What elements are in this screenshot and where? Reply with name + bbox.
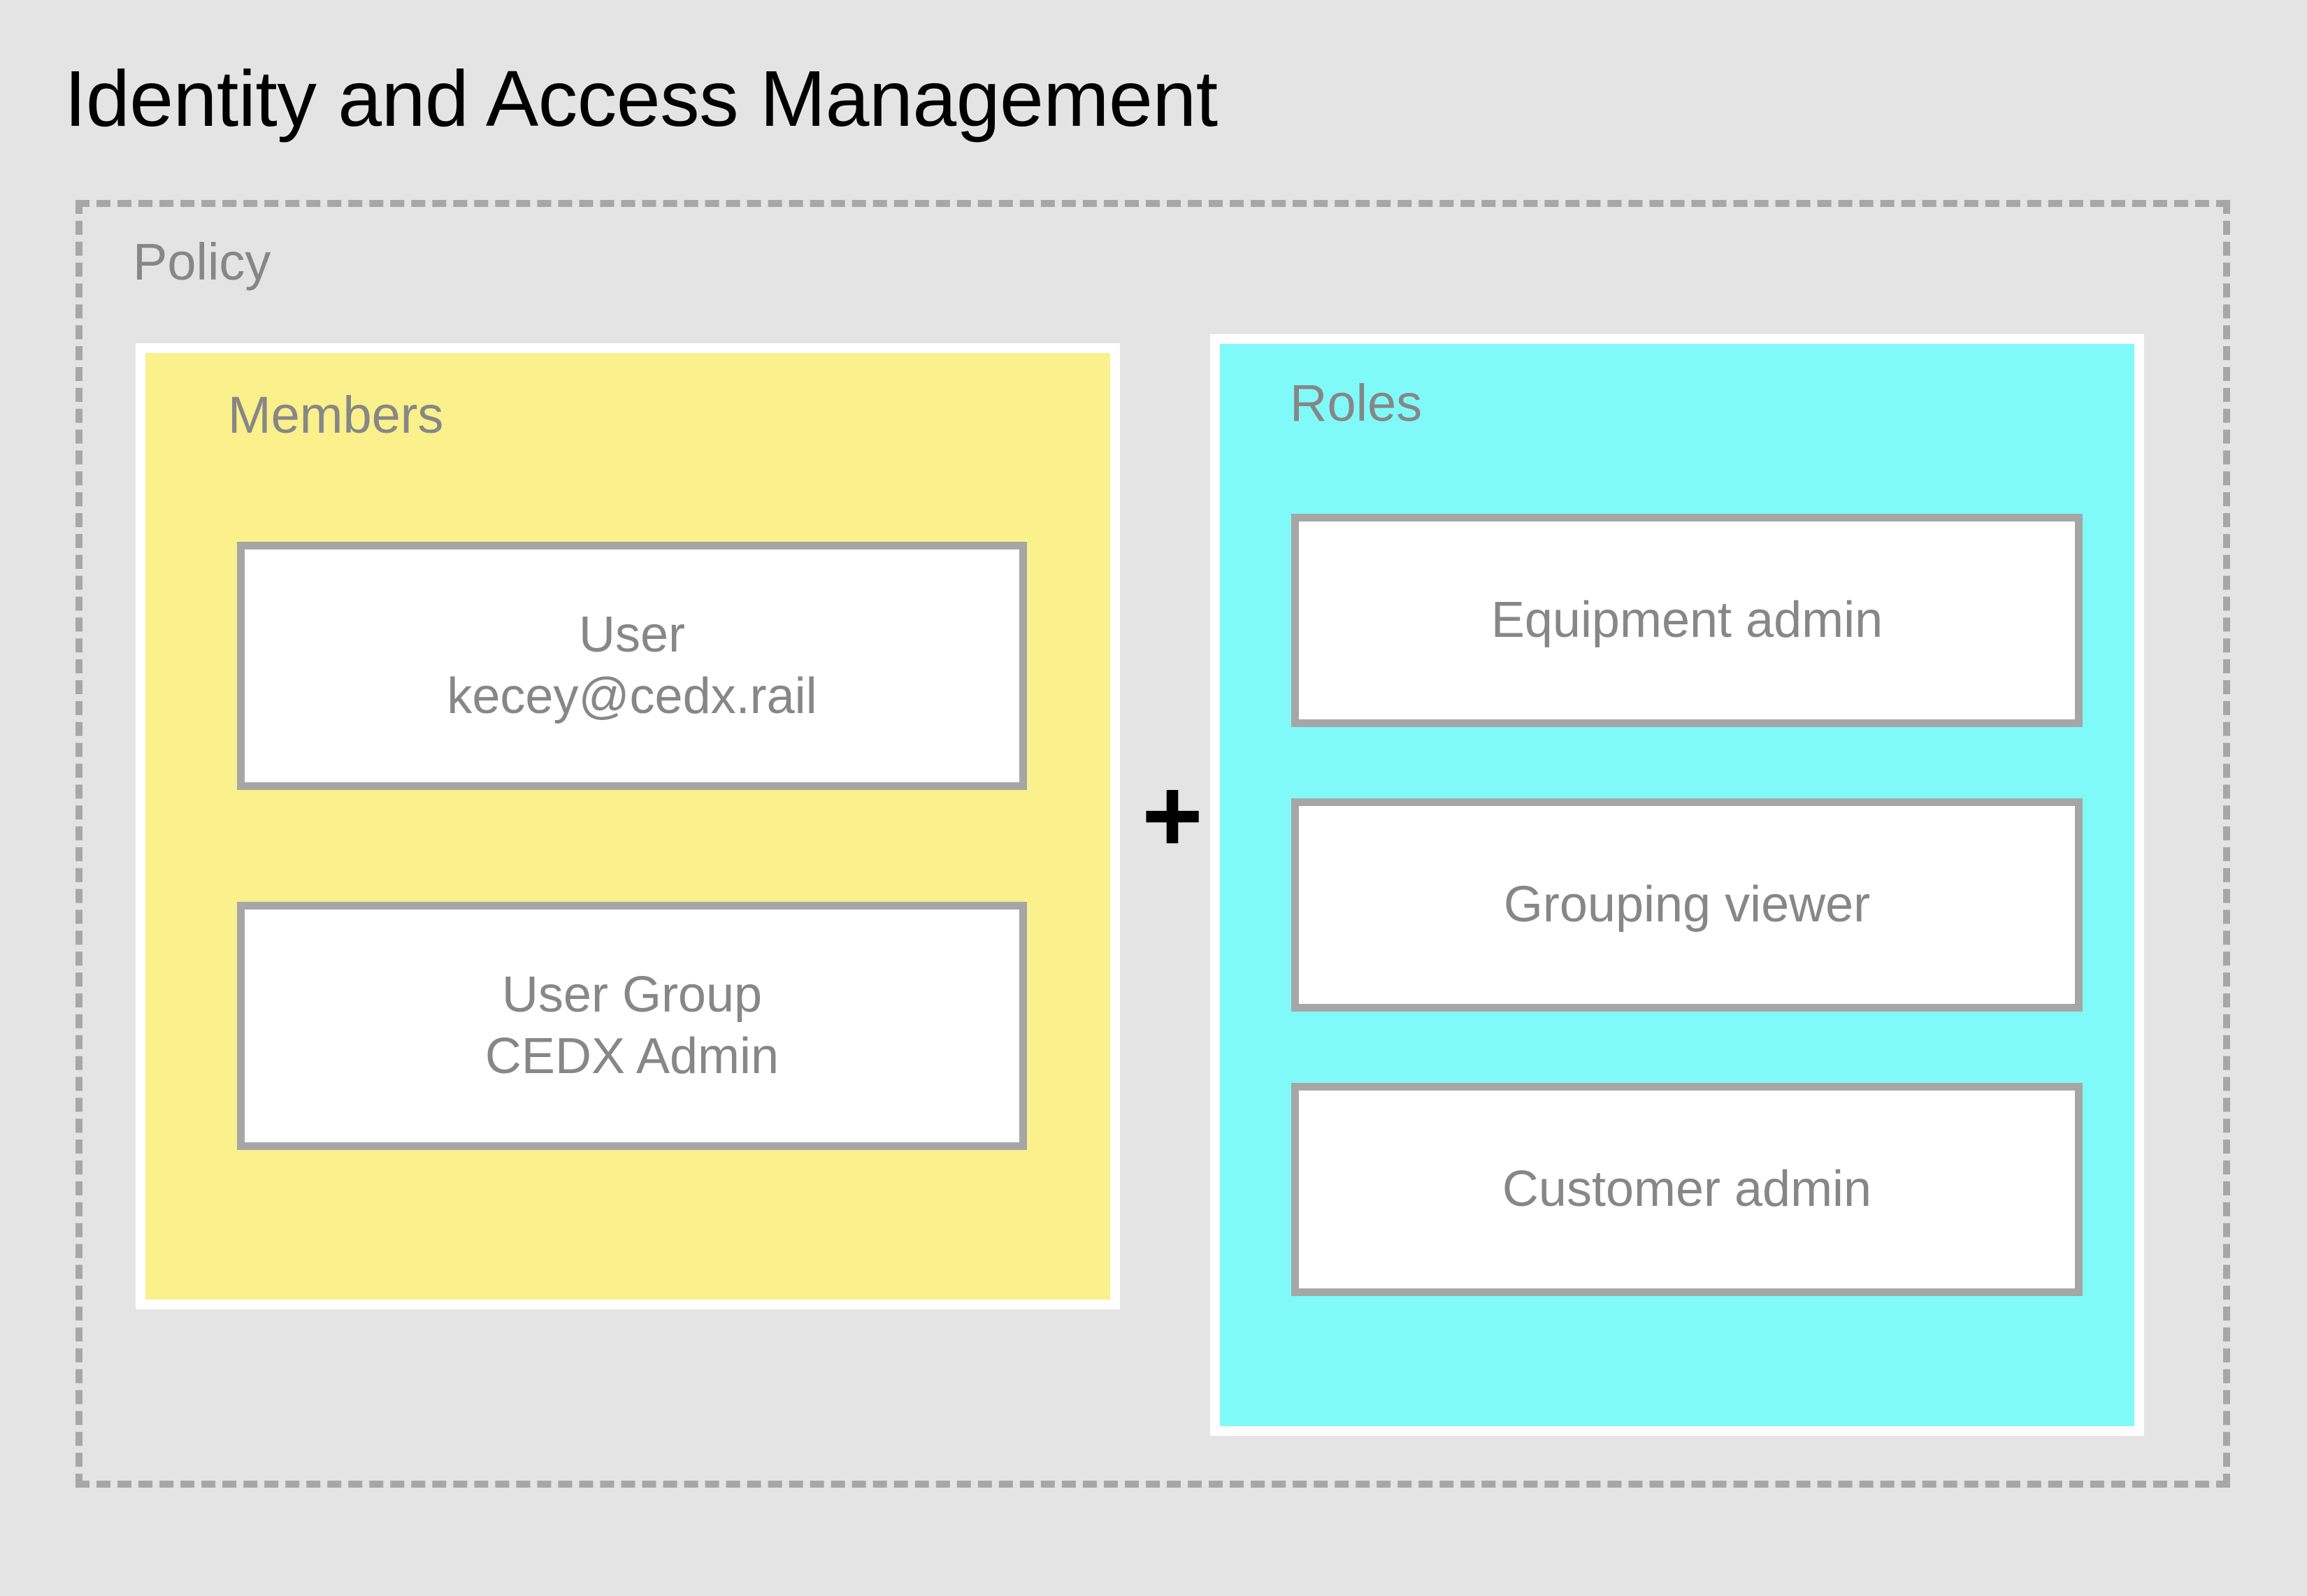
role-card[interactable]: Customer admin — [1291, 1083, 2083, 1296]
role-card-label: Grouping viewer — [1503, 876, 1871, 933]
members-panel-body: Members User kecey@cedx.rail User Group … — [145, 353, 1110, 1300]
role-card[interactable]: Grouping viewer — [1291, 798, 2083, 1012]
roles-panel: Roles Equipment admin Grouping viewer Cu… — [1210, 334, 2144, 1436]
member-card-label: User Group CEDX Admin — [484, 966, 779, 1084]
roles-heading: Roles — [1290, 374, 1423, 432]
policy-label: Policy — [133, 233, 271, 291]
policy-container — [76, 200, 2230, 1488]
member-card-label: User kecey@cedx.rail — [447, 606, 817, 724]
role-card-label: Equipment admin — [1490, 591, 1883, 648]
members-panel: Members User kecey@cedx.rail User Group … — [136, 343, 1120, 1309]
roles-panel-body: Roles Equipment admin Grouping viewer Cu… — [1220, 344, 2134, 1426]
members-heading: Members — [228, 386, 444, 444]
page-title: Identity and Access Management — [64, 55, 1218, 143]
member-card[interactable]: User Group CEDX Admin — [237, 902, 1027, 1150]
member-card[interactable]: User kecey@cedx.rail — [237, 542, 1027, 790]
role-card[interactable]: Equipment admin — [1291, 514, 2083, 727]
role-card-label: Customer admin — [1502, 1160, 1872, 1217]
plus-icon: + — [1142, 756, 1203, 874]
